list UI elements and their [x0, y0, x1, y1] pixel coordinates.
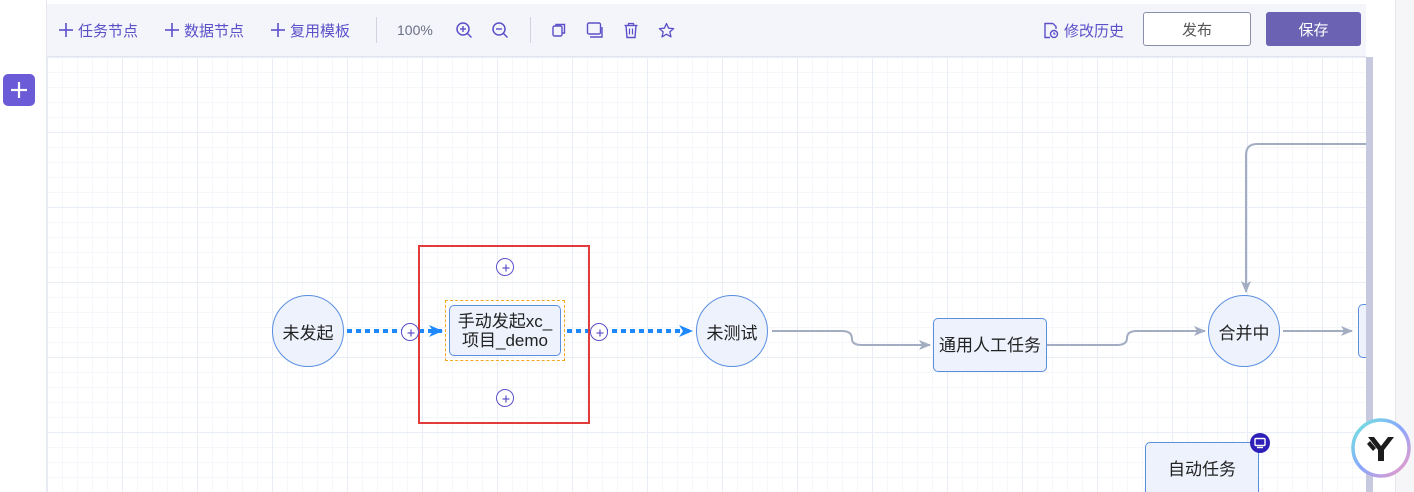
flow-canvas[interactable]: 未发起 手动发起xc_ 项目_demo 未测试 通用人工任务 合并中 — [47, 57, 1366, 492]
zoom-level: 100% — [397, 22, 433, 38]
star-icon — [658, 22, 675, 38]
favorite-button[interactable] — [658, 4, 675, 56]
delete-button[interactable] — [623, 4, 639, 56]
publish-button[interactable]: 发布 — [1143, 12, 1251, 46]
node-merging[interactable]: 合并中 — [1208, 295, 1280, 367]
screen-button[interactable] — [586, 4, 604, 56]
plus-icon — [407, 329, 415, 337]
add-data-node-button[interactable]: 数据节点 — [164, 4, 244, 56]
node-partial-next[interactable] — [1358, 304, 1366, 358]
vertical-scrollbar[interactable] — [1366, 57, 1373, 492]
reuse-template-label: 复用模板 — [290, 22, 351, 40]
add-right-handle[interactable] — [590, 323, 608, 341]
toolbar-divider — [376, 17, 377, 43]
selection-highlight — [418, 245, 590, 424]
zoom-out-button[interactable] — [491, 4, 509, 56]
add-data-node-label: 数据节点 — [184, 22, 245, 40]
auto-task-badge — [1250, 433, 1270, 453]
add-left-handle[interactable] — [401, 323, 419, 341]
node-auto-task[interactable]: 自动任务 — [1145, 442, 1259, 492]
add-below-handle[interactable] — [496, 389, 514, 407]
right-panel-edge — [1395, 0, 1414, 492]
history-icon — [1044, 22, 1059, 38]
zoom-in-button[interactable] — [455, 4, 473, 56]
save-button[interactable]: 保存 — [1266, 12, 1361, 46]
copy-icon — [552, 23, 566, 37]
monitor-icon — [1254, 437, 1266, 449]
node-manual-start-line1: 手动发起xc_ — [457, 311, 553, 331]
add-node-button[interactable] — [3, 74, 35, 106]
zoom-in-icon — [456, 22, 473, 39]
toolbar-divider — [530, 17, 531, 43]
toolbar: 任务节点 数据节点 复用模板 100% — [47, 4, 1366, 57]
add-task-node-button[interactable]: 任务节点 — [58, 4, 138, 56]
copy-button[interactable] — [551, 4, 567, 56]
selected-node-outline: 手动发起xc_ 项目_demo — [445, 300, 565, 361]
add-above-handle[interactable] — [496, 258, 514, 276]
plus-icon — [11, 82, 27, 98]
history-button[interactable]: 修改历史 — [1042, 4, 1124, 56]
edge-not-tested-to-general[interactable] — [772, 330, 931, 350]
node-manual-start-line2: 项目_demo — [462, 330, 548, 350]
edge-general-to-merging[interactable] — [1046, 326, 1206, 346]
plus-icon — [271, 23, 285, 37]
left-rail — [0, 0, 47, 492]
plus-icon — [502, 264, 510, 272]
node-general-manual-task[interactable]: 通用人工任务 — [933, 318, 1047, 372]
plus-icon — [502, 395, 510, 403]
screen-icon — [586, 22, 603, 38]
node-manual-start[interactable]: 手动发起xc_ 项目_demo — [449, 305, 561, 356]
history-label: 修改历史 — [1064, 22, 1125, 40]
reuse-template-button[interactable]: 复用模板 — [270, 4, 350, 56]
add-task-node-label: 任务节点 — [78, 22, 139, 40]
plus-icon — [59, 23, 73, 37]
node-not-tested[interactable]: 未测试 — [696, 295, 768, 367]
edge-top-to-merging[interactable] — [1241, 143, 1366, 293]
flow-edges — [347, 143, 1366, 350]
plus-icon — [596, 329, 604, 337]
assistant-logo-icon[interactable] — [1350, 417, 1412, 479]
plus-icon — [165, 23, 179, 37]
trash-icon — [624, 22, 638, 38]
zoom-out-icon — [492, 22, 509, 39]
node-not-started[interactable]: 未发起 — [272, 295, 344, 367]
